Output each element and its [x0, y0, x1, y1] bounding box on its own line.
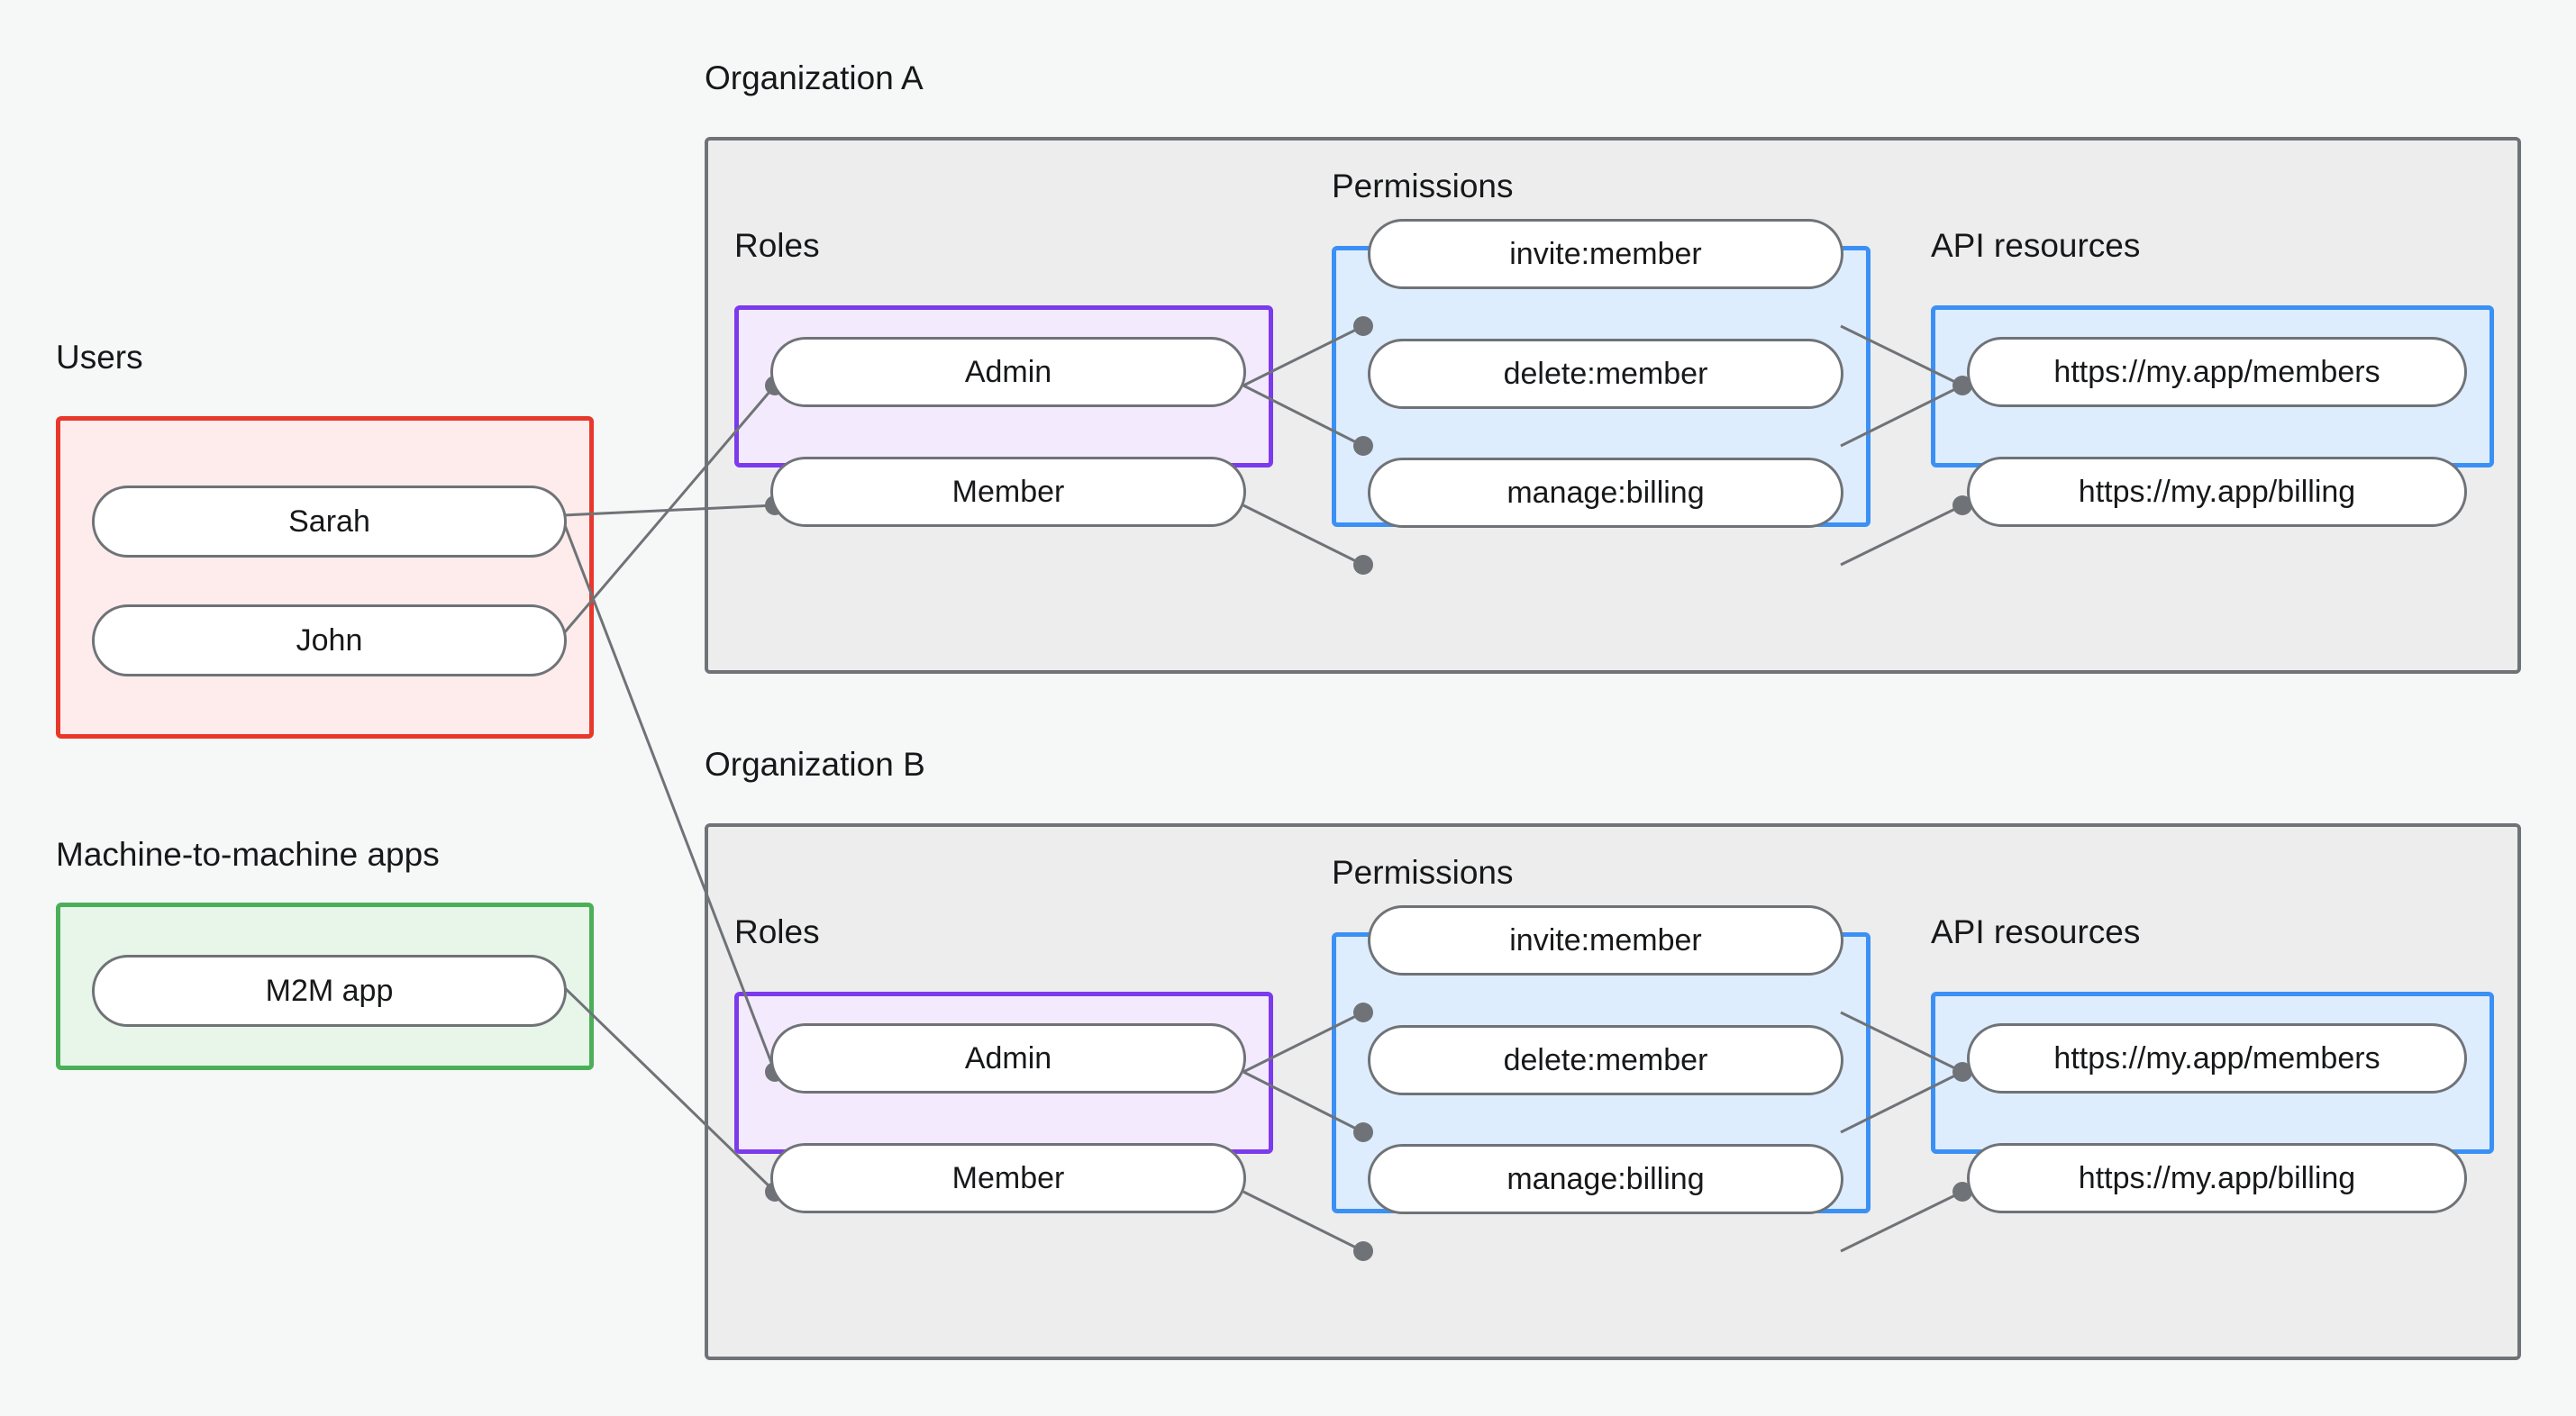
org-a-permission-manage-billing[interactable]: manage:billing [1368, 458, 1843, 528]
org-a-api-resources-caption: API resources [1931, 227, 2141, 264]
org-b-roles-group: Admin Member [734, 992, 1273, 1213]
users-caption: Users [56, 339, 143, 376]
org-b-api-resource-billing[interactable]: https://my.app/billing [1967, 1143, 2467, 1213]
org-a-api-resource-members[interactable]: https://my.app/members [1967, 337, 2467, 407]
org-b-permission-delete-member[interactable]: delete:member [1368, 1025, 1843, 1095]
org-a-role-admin[interactable]: Admin [770, 337, 1246, 407]
org-b-api-resource-members[interactable]: https://my.app/members [1967, 1023, 2467, 1094]
organization-b-caption: Organization B [705, 746, 925, 783]
org-a-roles-group: Admin Member [734, 305, 1273, 527]
org-a-api-resource-billing[interactable]: https://my.app/billing [1967, 457, 2467, 527]
org-a-permission-delete-member[interactable]: delete:member [1368, 339, 1843, 409]
org-a-permissions-group: invite:member delete:member manage:billi… [1332, 219, 1871, 528]
org-b-permission-manage-billing[interactable]: manage:billing [1368, 1144, 1843, 1214]
org-b-permission-invite-member[interactable]: invite:member [1368, 905, 1843, 976]
org-a-roles-caption: Roles [734, 227, 820, 264]
org-b-api-resources-caption: API resources [1931, 913, 2141, 950]
m2m-group: M2M app [56, 903, 594, 1070]
org-b-permissions-group: invite:member delete:member manage:billi… [1332, 905, 1871, 1214]
user-node-sarah[interactable]: Sarah [92, 486, 567, 558]
organization-b-group: Roles Admin Member Permissions invite:me… [705, 823, 2521, 1360]
user-node-john[interactable]: John [92, 604, 567, 676]
m2m-caption: Machine-to-machine apps [56, 836, 440, 873]
org-a-permission-invite-member[interactable]: invite:member [1368, 219, 1843, 289]
organization-a-caption: Organization A [705, 59, 924, 96]
org-b-role-member[interactable]: Member [770, 1143, 1246, 1213]
org-a-role-member[interactable]: Member [770, 457, 1246, 527]
org-b-role-admin[interactable]: Admin [770, 1023, 1246, 1094]
org-b-roles-caption: Roles [734, 913, 820, 950]
organization-a-group: Roles Admin Member Permissions invite:me… [705, 137, 2521, 674]
users-group: Sarah John [56, 416, 594, 739]
org-b-permissions-caption: Permissions [1332, 854, 1514, 891]
org-a-api-resources-group: https://my.app/members https://my.app/bi… [1931, 305, 2494, 527]
m2m-node-app[interactable]: M2M app [92, 955, 567, 1027]
org-b-api-resources-group: https://my.app/members https://my.app/bi… [1931, 992, 2494, 1213]
org-a-permissions-caption: Permissions [1332, 168, 1514, 204]
